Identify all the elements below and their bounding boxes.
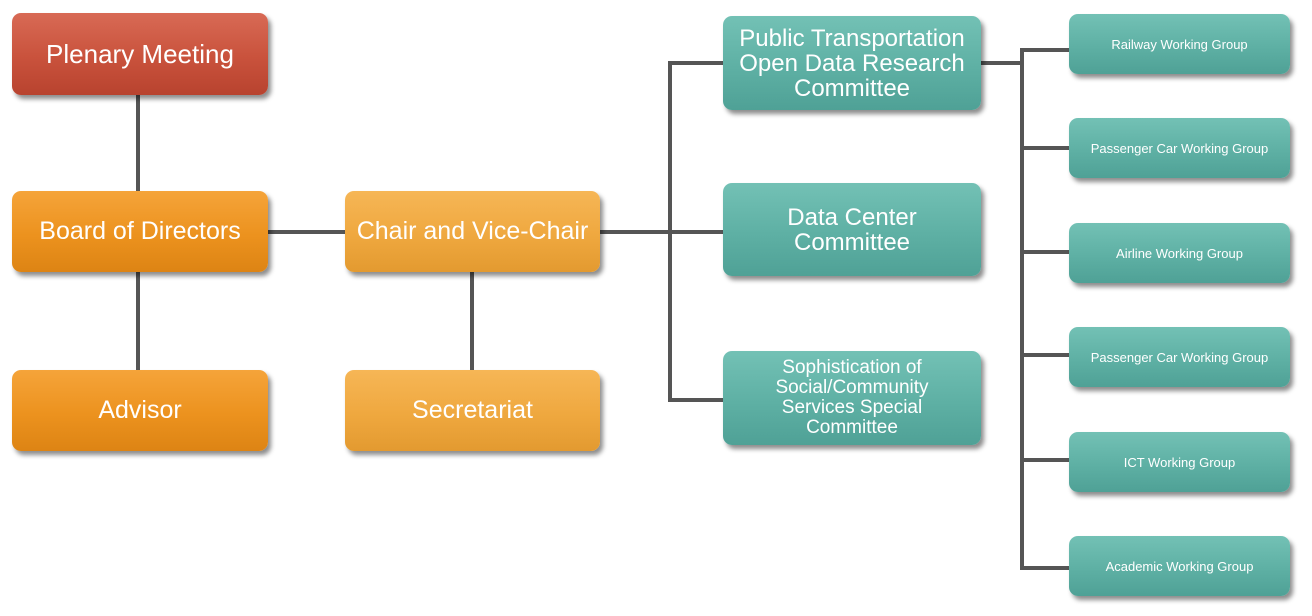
node-label: ICT Working Group (1123, 454, 1236, 470)
node-wg-passenger-car-1: Passenger Car Working Group (1069, 118, 1290, 178)
node-wg-academic: Academic Working Group (1069, 536, 1290, 596)
node-label: Chair and Vice-Chair (356, 217, 589, 245)
node-label: Airline Working Group (1116, 245, 1243, 261)
node-label: Public Transportation Open Data Research… (739, 24, 965, 102)
node-wg-ict: ICT Working Group (1069, 432, 1290, 492)
node-committee-public-transportation: Public Transportation Open Data Research… (723, 16, 981, 110)
node-label: Passenger Car Working Group (1090, 140, 1269, 156)
node-wg-passenger-car-2: Passenger Car Working Group (1069, 327, 1290, 387)
node-plenary-meeting: Plenary Meeting (12, 13, 268, 95)
node-label: Secretariat (412, 396, 533, 424)
node-label: Plenary Meeting (46, 38, 234, 69)
node-label: Data Center Committee (787, 203, 917, 256)
node-label: Advisor (98, 396, 182, 424)
node-advisor: Advisor (12, 370, 268, 451)
node-label: Railway Working Group (1111, 36, 1248, 52)
node-wg-airline: Airline Working Group (1069, 223, 1290, 283)
node-chair-and-vice-chair: Chair and Vice-Chair (345, 191, 600, 272)
node-committee-social-services: Sophistication of Social/Community Servi… (723, 351, 981, 445)
node-wg-railway: Railway Working Group (1069, 14, 1290, 74)
node-label: Passenger Car Working Group (1090, 349, 1269, 365)
node-board-of-directors: Board of Directors (12, 191, 268, 272)
node-label: Board of Directors (39, 217, 241, 245)
node-secretariat: Secretariat (345, 370, 600, 451)
node-label: Sophistication of Social/Community Servi… (775, 357, 929, 438)
node-committee-data-center: Data Center Committee (723, 183, 981, 276)
node-label: Academic Working Group (1105, 558, 1254, 574)
